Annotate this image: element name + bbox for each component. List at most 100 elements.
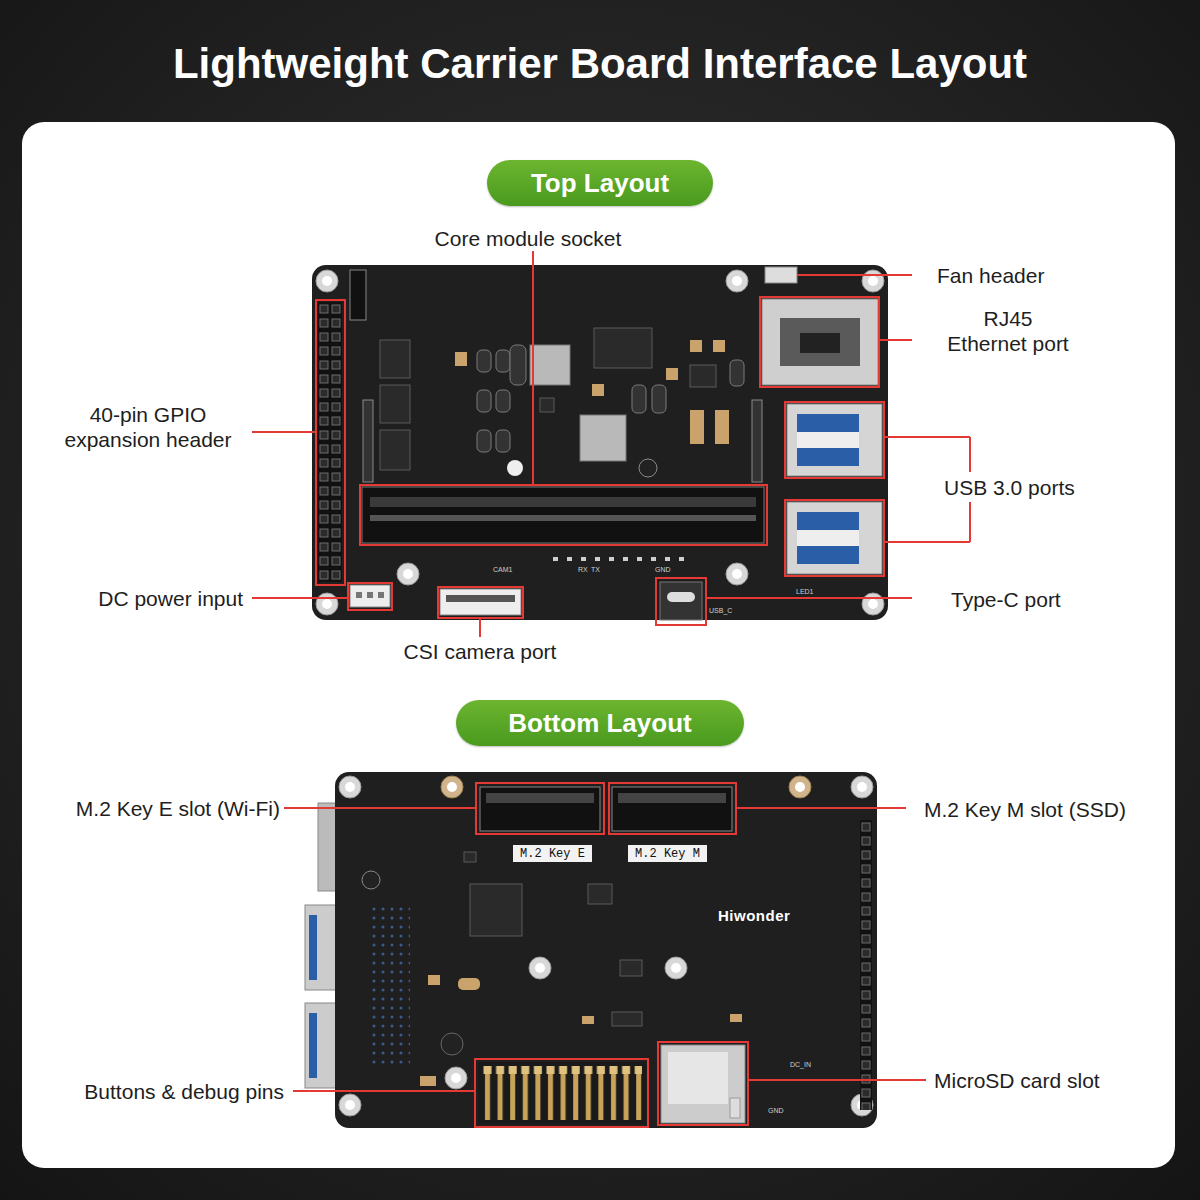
small-chip (620, 960, 642, 976)
usb-side (305, 1003, 337, 1088)
tantalum-capacitor (690, 410, 704, 444)
tantalum-capacitor (690, 340, 702, 352)
top-board (252, 251, 970, 637)
capacitor (477, 350, 491, 372)
socket-contacts (370, 515, 756, 521)
status-led (553, 557, 558, 561)
rj45-opening (800, 333, 840, 353)
capacitor (496, 350, 510, 372)
usb-port (787, 404, 882, 476)
callout-label: Core module socket (398, 226, 658, 251)
leader-line (879, 339, 912, 341)
mounting-hole (339, 1094, 361, 1116)
hole-centre (868, 276, 878, 286)
ic-chip (380, 430, 410, 470)
leader-line (252, 597, 348, 599)
gpio-header (318, 302, 342, 582)
gpio-pins (318, 302, 342, 582)
component (428, 975, 440, 985)
callout-label: CSI camera port (360, 639, 600, 664)
callout-label: USB 3.0 ports (944, 475, 1144, 500)
usb-port (787, 502, 882, 574)
hole-centre (868, 599, 878, 609)
highlight-box (785, 402, 884, 478)
usb-port (797, 512, 859, 564)
ic-chip (380, 328, 716, 470)
callout-label: DC power input (13, 586, 243, 611)
pcb (312, 265, 888, 620)
silkscreen-text: GND (655, 566, 685, 574)
type-c-housing (660, 582, 702, 620)
silkscreen-tag: M.2 Key E (513, 845, 592, 862)
highlight-box (658, 1042, 748, 1125)
usb-side (309, 1013, 317, 1078)
standoff (789, 776, 811, 798)
buzzer (639, 459, 657, 477)
usb-port (797, 432, 859, 448)
hole-centre (795, 782, 805, 792)
component (458, 978, 480, 990)
ic-chip (540, 398, 554, 412)
status-led (637, 557, 642, 561)
hole-centre (857, 782, 867, 792)
status-led (665, 557, 670, 561)
tantalum-capacitor (715, 410, 729, 444)
highlight-box (475, 1059, 648, 1127)
mounting-hole (316, 270, 884, 615)
leader-line (479, 618, 481, 637)
leader-line (284, 807, 476, 809)
status-led (651, 557, 656, 561)
tantalum-capacitor (713, 340, 725, 352)
leader-line (969, 437, 971, 472)
inductor (580, 415, 626, 461)
callout-label: Buttons & debug pins (14, 1079, 284, 1104)
pin-header (350, 270, 366, 320)
node-text: M.2 Key E (520, 847, 585, 861)
tantalum-capacitor (455, 340, 729, 444)
csi-connector (440, 589, 521, 615)
hole-centre (345, 782, 867, 1110)
component (582, 1016, 594, 1024)
mounting-hole (862, 270, 884, 292)
mounting-hole (316, 270, 338, 292)
silkscreen-tag: M.2 Key M (628, 845, 707, 862)
hole-centre (403, 569, 413, 579)
mounting-hole (316, 593, 338, 615)
dc-pin (367, 592, 373, 598)
mounting-hole (529, 957, 551, 979)
dc-connector (350, 585, 390, 607)
node-text: Top Layout (531, 168, 669, 199)
side-pins (860, 820, 872, 1110)
capacitor (496, 390, 510, 412)
mounting-hole (339, 776, 361, 798)
rj45-jack (762, 299, 878, 385)
hole-centre (345, 782, 355, 792)
status-led (553, 557, 684, 561)
silkscreen-text: GND (768, 1107, 798, 1115)
small-chip (464, 852, 476, 862)
mounting-hole (726, 270, 748, 292)
capacitor (496, 430, 510, 452)
highlight-box (785, 500, 884, 576)
socket-contacts (370, 497, 756, 507)
leader-line (736, 807, 906, 809)
hole-centre (322, 276, 332, 286)
mounting-hole (665, 957, 687, 979)
hole-centre (345, 1100, 355, 1110)
leader-line (293, 1090, 475, 1092)
node-text: M.2 Key M (635, 847, 700, 861)
socket-latch (363, 400, 373, 482)
standoff (441, 776, 463, 798)
callout-label: Type-C port (951, 587, 1151, 612)
leader-line (252, 431, 316, 433)
microsd-slot (730, 1098, 740, 1118)
inductor (530, 345, 626, 461)
csi-contacts (446, 595, 515, 602)
m2-contacts (618, 793, 726, 803)
silkscreen-text: USB_C (709, 607, 749, 615)
debug-header (478, 1062, 646, 1124)
leader-line (284, 808, 926, 1091)
usb-port (797, 530, 859, 546)
status-led (609, 557, 614, 561)
